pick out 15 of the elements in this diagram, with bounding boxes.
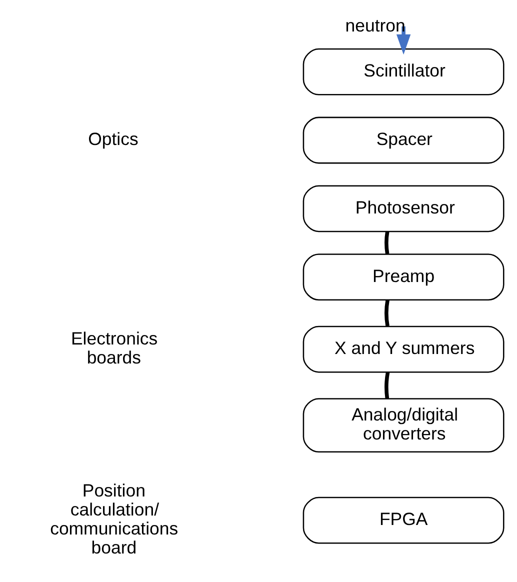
label: Optics <box>88 128 138 148</box>
connector <box>384 230 390 254</box>
label: Electronics boards <box>70 328 158 367</box>
node-box: Photosensor <box>302 184 504 232</box>
node-box: Analog/digital converters <box>302 398 504 452</box>
node-box: Scintillator <box>302 48 504 95</box>
connector <box>384 299 390 326</box>
connector <box>384 371 390 398</box>
label: Position calculation/ communications board <box>50 480 178 558</box>
node-box: X and Y summers <box>302 325 504 372</box>
node-box: Spacer <box>302 116 504 164</box>
node-box: FPGA <box>302 496 504 544</box>
edge-label: neutron <box>345 14 406 35</box>
arrow <box>396 26 411 54</box>
node-box: Preamp <box>302 253 504 300</box>
